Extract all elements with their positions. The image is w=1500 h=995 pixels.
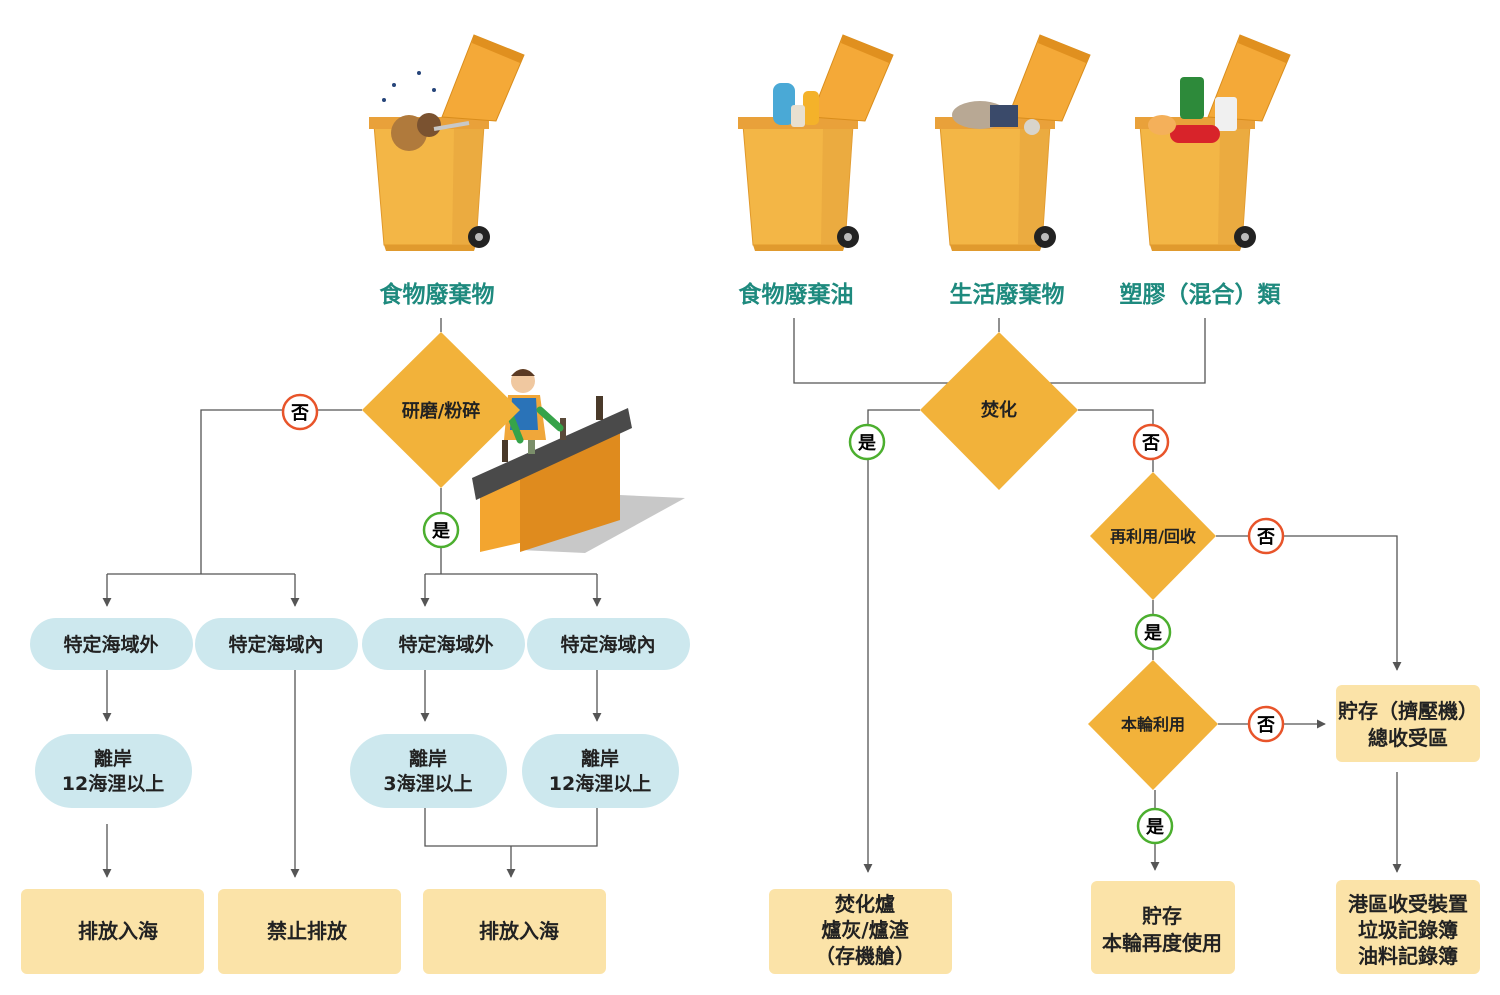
decision-reuse-recycle: 再利用/回收 [1090,472,1216,600]
svg-text:否: 否 [290,403,309,424]
yes-badge: 是 [1136,807,1174,845]
zone-inside-a: 特定海域內 [195,618,358,670]
outcome-store-reuse: 貯存 本輪再度使用 [1091,881,1235,974]
no-badge: 否 [1247,705,1285,743]
category-food-oil: 食物廢棄油 [739,281,854,308]
svg-text:（存機艙）: （存機艙） [815,944,915,968]
svg-text:總收受區: 總收受區 [1368,726,1448,750]
food-waste-bin-illustration [368,34,525,252]
svg-text:特定海域外: 特定海域外 [63,633,158,656]
decision-ship-use-label: 本輪利用 [1121,715,1185,734]
svg-text:爐灰/爐渣: 爐灰/爐渣 [821,918,909,942]
decision-ship-use: 本輪利用 [1088,660,1218,790]
svg-text:本輪再度使用: 本輪再度使用 [1102,931,1222,955]
svg-text:離岸: 離岸 [94,747,132,770]
no-badge: 否 [1132,423,1170,461]
grinder-worker-illustration [472,369,685,553]
domestic-waste-bin-illustration [934,34,1091,252]
svg-text:是: 是 [857,433,876,454]
decision-incinerate: 焚化 [920,332,1078,490]
svg-text:排放入海: 排放入海 [78,919,158,943]
svg-text:排放入海: 排放入海 [479,919,559,943]
yes-badge: 是 [1134,613,1172,651]
no-badge: 否 [281,393,319,431]
svg-text:否: 否 [1256,527,1275,548]
svg-text:離岸: 離岸 [409,747,447,770]
decision-reuse-recycle-label: 再利用/回收 [1110,527,1196,546]
distance-3nm: 離岸 3海浬以上 [350,734,507,808]
svg-text:是: 是 [1145,817,1164,838]
yes-badge: 是 [422,511,460,549]
plastics-bin-illustration [1134,34,1291,252]
decision-grind: 研磨/粉碎 [362,332,520,488]
food-oil-bin-illustration [737,34,894,252]
svg-text:否: 否 [1256,715,1275,736]
yes-badge: 是 [848,423,886,461]
svg-text:離岸: 離岸 [581,747,619,770]
category-plastics: 塑膠（混合）類 [1120,281,1282,308]
distance-12nm-b: 離岸 12海浬以上 [522,734,679,808]
svg-text:是: 是 [1143,623,1162,644]
svg-text:是: 是 [431,521,450,542]
category-domestic-waste: 生活廢棄物 [950,281,1065,308]
outcome-prohibited: 禁止排放 [218,889,401,974]
outcome-store-compactor: 貯存（擠壓機） 總收受區 [1336,685,1480,762]
svg-text:特定海域外: 特定海域外 [398,633,493,656]
svg-text:12海浬以上: 12海浬以上 [549,772,651,795]
outcome-incinerator: 焚化爐 爐灰/爐渣 （存機艙） [769,889,952,974]
svg-text:禁止排放: 禁止排放 [267,919,348,943]
no-badge: 否 [1247,517,1285,555]
connectors [102,318,1402,878]
decision-grind-label: 研磨/粉碎 [402,400,481,422]
zone-inside-b: 特定海域內 [527,618,690,670]
svg-text:特定海域內: 特定海域內 [560,633,655,656]
zone-outside-b: 特定海域外 [362,618,525,670]
svg-text:3海浬以上: 3海浬以上 [383,772,472,795]
svg-text:特定海域內: 特定海域內 [228,633,323,656]
svg-text:港區收受裝置: 港區收受裝置 [1348,892,1468,916]
distance-12nm-a: 離岸 12海浬以上 [35,734,192,808]
svg-text:油料記錄簿: 油料記錄簿 [1358,944,1458,968]
outcome-discharge-b: 排放入海 [423,889,606,974]
svg-text:焚化爐: 焚化爐 [835,892,895,916]
svg-text:垃圾記錄簿: 垃圾記錄簿 [1358,918,1458,942]
svg-text:貯存（擠壓機）: 貯存（擠壓機） [1338,699,1478,723]
zone-outside-a: 特定海域外 [30,618,193,670]
svg-text:貯存: 貯存 [1142,904,1182,928]
outcome-port-reception: 港區收受裝置 垃圾記錄簿 油料記錄簿 [1336,880,1480,974]
category-food-waste: 食物廢棄物 [380,281,495,308]
svg-text:12海浬以上: 12海浬以上 [62,772,164,795]
svg-text:否: 否 [1141,433,1160,454]
decision-incinerate-label: 焚化 [980,399,1017,421]
outcome-discharge-a: 排放入海 [21,889,204,974]
